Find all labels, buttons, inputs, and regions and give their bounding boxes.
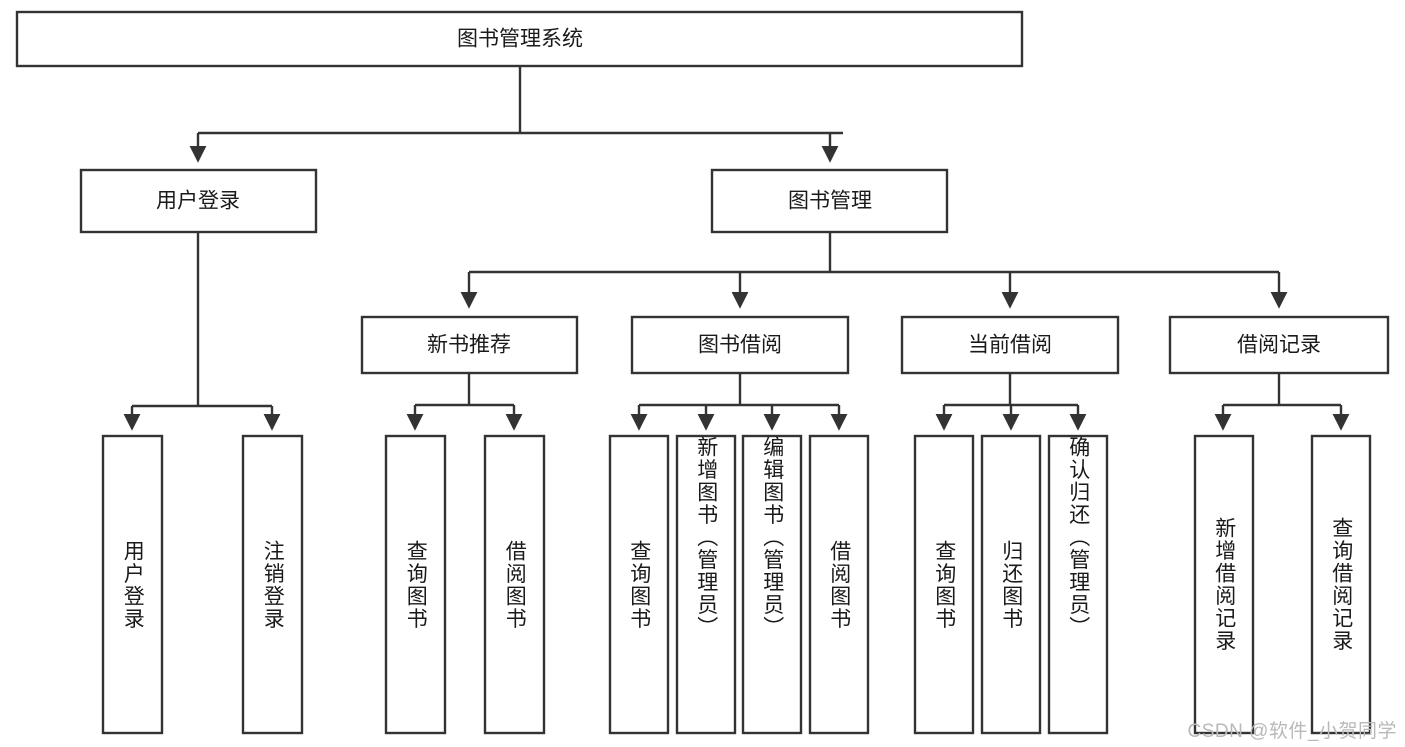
leaf-borrowrecord-add-record[interactable] — [1193, 434, 1255, 735]
leaf-bookborrow-edit-book-admin[interactable] — [741, 434, 803, 735]
node-user-login[interactable] — [79, 168, 318, 234]
leaf-bookborrow-query-book[interactable] — [608, 434, 670, 735]
node-user-login-label: 用户登录 — [156, 190, 240, 213]
leaf-currentborrow-return-book[interactable] — [980, 434, 1042, 735]
node-root-book-management-system[interactable] — [15, 10, 1024, 68]
leaf-borrowrecord-query-record[interactable] — [1310, 434, 1372, 735]
node-root-label: 图书管理系统 — [457, 28, 583, 51]
connector-userlogin-to-leaves — [123, 232, 281, 431]
connector-borrowrecord-to-leaves — [1214, 373, 1350, 431]
node-new-book-recommend[interactable] — [360, 315, 579, 375]
leaf-newbook-query-book[interactable] — [384, 434, 447, 735]
leaf-currentborrow-query-book[interactable] — [913, 434, 975, 735]
connector-root-to-level2 — [189, 66, 843, 163]
connector-newbook-to-leaves — [406, 373, 523, 431]
node-current-borrow-label: 当前借阅 — [968, 334, 1052, 357]
leaf-currentborrow-confirm-return-admin[interactable] — [1047, 434, 1109, 735]
node-current-borrow[interactable] — [900, 315, 1120, 375]
node-new-book-recommend-label: 新书推荐 — [427, 334, 511, 357]
leaf-bookborrow-add-book-admin[interactable] — [675, 434, 737, 735]
node-book-management[interactable] — [710, 168, 949, 234]
leaf-user-login-logout[interactable] — [241, 434, 304, 735]
connector-bookmgmt-to-level3 — [460, 232, 1288, 309]
node-book-borrow[interactable] — [630, 315, 850, 375]
leaf-user-login-login[interactable] — [101, 434, 164, 735]
node-book-borrow-label: 图书借阅 — [698, 334, 782, 357]
connector-bookborrow-to-leaves — [630, 373, 848, 431]
node-borrow-record-label: 借阅记录 — [1237, 334, 1321, 357]
csdn-watermark: CSDN @软件_小贺同学 — [1187, 721, 1397, 742]
connector-currentborrow-to-leaves — [935, 373, 1087, 431]
node-book-management-label: 图书管理 — [788, 190, 872, 213]
leaf-bookborrow-borrow-book[interactable] — [808, 434, 870, 735]
node-borrow-record[interactable] — [1168, 315, 1390, 375]
leaf-newbook-borrow-book[interactable] — [483, 434, 546, 735]
